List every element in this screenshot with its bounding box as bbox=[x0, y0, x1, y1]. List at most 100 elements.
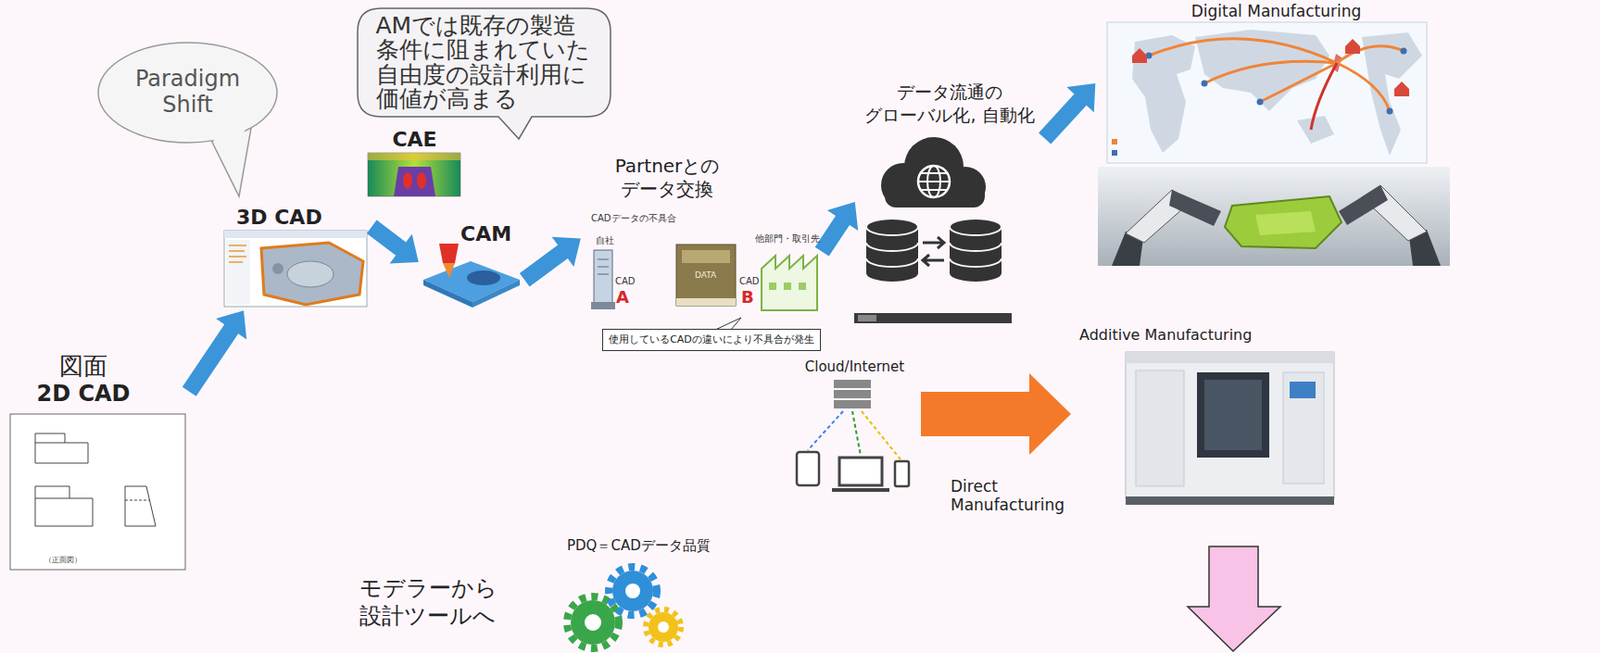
stage-title: Partnerとの データ交換 bbox=[597, 154, 737, 202]
world-map bbox=[1310, 62, 1337, 130]
cam-machining bbox=[442, 263, 455, 278]
part-label: CAD bbox=[615, 276, 636, 288]
part-label: DATA bbox=[694, 270, 717, 281]
stage-panel: データ流通の グローバル化, 自動化 bbox=[856, 78, 1043, 329]
world-map bbox=[1297, 115, 1335, 144]
bubble-tail bbox=[212, 125, 245, 193]
label-slot: DATA bbox=[694, 270, 717, 281]
cae-contour-plot bbox=[367, 152, 461, 197]
bubble-shape bbox=[357, 8, 611, 139]
gear-icons bbox=[566, 566, 681, 649]
2d-drawing bbox=[35, 433, 89, 464]
cloud-database-icon bbox=[866, 242, 919, 267]
stage-panel: Cloud/Internet bbox=[792, 356, 918, 501]
label-slot: 他部門・取引先 bbox=[755, 233, 820, 245]
cad-screenshot bbox=[228, 245, 247, 263]
stage-title: 3D CAD bbox=[236, 205, 369, 229]
cae-contour-plot bbox=[367, 152, 461, 197]
part-letter: B bbox=[741, 287, 755, 308]
callout-box: 使用しているCADの違いにより不具合が発生 bbox=[602, 328, 821, 352]
cad-screenshot bbox=[261, 242, 364, 305]
cad-screenshot bbox=[224, 230, 367, 307]
am-machine bbox=[1125, 352, 1335, 505]
cloud-database-icon bbox=[949, 218, 1002, 236]
label-slot: 自社 bbox=[595, 235, 615, 247]
world-map bbox=[1132, 48, 1147, 63]
am-machine bbox=[1125, 352, 1335, 499]
stage-panel: 図面2D CAD bbox=[9, 350, 188, 573]
2d-drawing bbox=[125, 500, 150, 502]
stage-title: CAE bbox=[365, 128, 464, 151]
stage-title: Cloud/Internet bbox=[792, 358, 918, 376]
cam-machining bbox=[423, 261, 520, 303]
bubble-text: Paradigm Shift bbox=[127, 66, 249, 118]
robot-cell bbox=[1097, 166, 1450, 266]
stage-subtitle: 2D CAD bbox=[9, 380, 158, 408]
label-slot: モデラーから 設計ツールへ bbox=[359, 574, 508, 630]
robot-cell bbox=[1338, 185, 1388, 226]
part-letter: A bbox=[616, 287, 630, 308]
world-map bbox=[1148, 38, 1404, 112]
am-machine bbox=[1135, 370, 1185, 487]
gear-icons bbox=[612, 570, 654, 612]
cloud-database-icon bbox=[884, 183, 985, 208]
am-machine bbox=[1204, 379, 1262, 451]
stage-title: Additive Manufacturing bbox=[1079, 326, 1339, 344]
network-devices-icon bbox=[833, 379, 871, 389]
network-devices-icon bbox=[894, 461, 909, 487]
flow-arrow bbox=[1038, 83, 1096, 145]
label-slot: Direct Manufacturing bbox=[950, 477, 1071, 516]
data-exchange-illustration bbox=[798, 282, 807, 290]
cad-screenshot bbox=[272, 263, 284, 275]
down-arrow bbox=[1187, 546, 1281, 652]
network-devices-icon bbox=[833, 390, 871, 399]
network-devices-icon bbox=[839, 457, 882, 486]
note-label: 自社 bbox=[595, 235, 615, 247]
network-devices-icon bbox=[796, 452, 819, 486]
cloud-database-icon bbox=[854, 313, 1012, 324]
part-label: CAD bbox=[739, 276, 760, 288]
cad-screenshot bbox=[226, 239, 251, 305]
data-exchange-illustration bbox=[597, 259, 609, 275]
cloud-database-icon bbox=[918, 165, 950, 198]
cam-machining bbox=[466, 270, 501, 286]
2d-drawing bbox=[10, 414, 186, 570]
down-arrow bbox=[1187, 546, 1281, 652]
gear-icons bbox=[584, 614, 602, 631]
world-map bbox=[1107, 22, 1427, 164]
am-machine bbox=[1289, 381, 1316, 399]
gear-icons bbox=[657, 621, 669, 633]
flow-arrow bbox=[815, 201, 859, 257]
stage-panel: 3D CAD bbox=[222, 203, 369, 308]
stage-title: 図面 bbox=[9, 352, 158, 381]
flow-arrow bbox=[519, 237, 581, 288]
robot-cell bbox=[1224, 196, 1342, 249]
2d-drawing bbox=[10, 414, 186, 570]
cae-contour-plot bbox=[403, 172, 413, 189]
am-machine bbox=[1283, 372, 1324, 484]
note-label: 他部門・取引先 bbox=[755, 233, 820, 245]
cam-machining bbox=[439, 243, 459, 264]
stage-panel: CAM bbox=[421, 220, 522, 309]
stage-title: CAM bbox=[460, 222, 522, 246]
data-exchange-illustration bbox=[783, 282, 792, 290]
gear-icons bbox=[625, 583, 641, 599]
cloud-database-icon bbox=[949, 242, 1002, 267]
label-slot: B bbox=[741, 287, 755, 308]
label-slot: CAD bbox=[739, 276, 760, 288]
cloud-database-icon bbox=[866, 218, 919, 236]
data-exchange-illustration bbox=[676, 298, 736, 306]
am-machine bbox=[1196, 372, 1270, 458]
cam-machining bbox=[423, 243, 520, 308]
cae-contour-plot bbox=[393, 166, 436, 197]
data-exchange-illustration bbox=[676, 244, 736, 306]
stage-panel: Digital Manufacturing bbox=[1097, 0, 1455, 269]
stage-panel: CAE bbox=[365, 128, 464, 199]
network-devices-icon bbox=[833, 400, 871, 409]
data-exchange-illustration bbox=[768, 282, 777, 290]
data-exchange-illustration bbox=[593, 250, 613, 304]
flow-arrow bbox=[920, 373, 1071, 455]
bubble-shape bbox=[98, 42, 278, 143]
cloud-database-icon bbox=[857, 314, 877, 322]
stage-title: Digital Manufacturing bbox=[1097, 1, 1455, 21]
